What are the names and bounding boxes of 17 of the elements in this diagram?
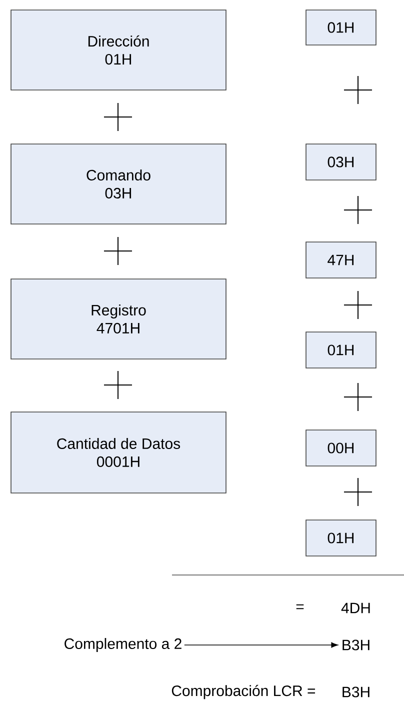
arrow	[184, 642, 338, 648]
byte-box: 01H	[306, 332, 376, 368]
result-text: 4DH	[341, 602, 370, 614]
byte-box: 03H	[306, 144, 376, 180]
byte-box: 01H	[306, 10, 376, 46]
byte-box: 47H	[306, 242, 376, 278]
value-text: B3H	[342, 640, 370, 650]
byte-box: 00H	[306, 430, 376, 466]
field-box: Dirección 01H	[10, 10, 226, 90]
byte-box: 01H	[306, 520, 376, 556]
field-box: Cantidad de Datos 0001H	[10, 412, 226, 494]
result-text: =	[296, 604, 304, 610]
field-box: Comando 03H	[10, 144, 226, 224]
result-text: Comprobación LCR =	[172, 684, 316, 700]
field-box: Registro 4701H	[10, 278, 226, 360]
result-text: B3H	[342, 686, 370, 698]
caption-text: Complemento a 2	[64, 638, 182, 652]
